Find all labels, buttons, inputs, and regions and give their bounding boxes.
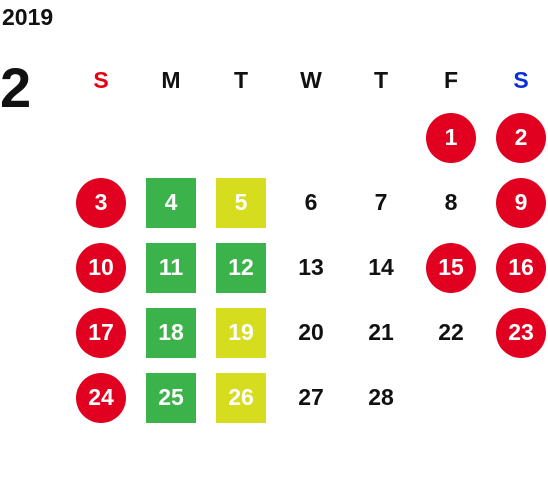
day-number: 27 [298, 384, 324, 410]
day-cell[interactable]: 10 [66, 235, 136, 300]
weekday-tuesday: T [233, 66, 249, 93]
day-number: 3 [76, 177, 126, 228]
day-cell[interactable]: 1 [416, 105, 486, 170]
day-cell[interactable]: 17 [66, 300, 136, 365]
day-cell[interactable]: 14 [346, 235, 416, 300]
day-cell[interactable]: 24 [66, 365, 136, 430]
day-number: 16 [496, 242, 546, 293]
day-number: 19 [216, 307, 266, 358]
day-number: 12 [216, 242, 266, 293]
day-number: 21 [368, 319, 394, 345]
day-number: 20 [298, 319, 324, 345]
weekday-wednesday: W [300, 66, 322, 93]
day-cell[interactable]: 15 [416, 235, 486, 300]
weekday-thursday: T [373, 66, 389, 93]
day-cell[interactable]: 22 [416, 300, 486, 365]
day-cell[interactable]: 9 [486, 170, 548, 235]
day-cell[interactable]: 23 [486, 300, 548, 365]
day-cell[interactable]: 4 [136, 170, 206, 235]
day-cell[interactable]: 3 [66, 170, 136, 235]
day-cell[interactable]: 28 [346, 365, 416, 430]
day-cell[interactable]: 7 [346, 170, 416, 235]
day-number: 17 [76, 307, 126, 358]
week-row: 17 18 19 20 21 22 23 [66, 300, 548, 365]
day-number: 28 [368, 384, 394, 410]
day-number: 7 [374, 189, 388, 215]
week-row: 10 11 12 13 14 15 16 [66, 235, 548, 300]
day-number: 11 [146, 242, 196, 293]
day-number: 2 [496, 112, 546, 163]
day-cell[interactable]: 21 [346, 300, 416, 365]
day-number: 8 [444, 189, 458, 215]
day-number: 9 [496, 177, 546, 228]
day-cell[interactable]: 16 [486, 235, 548, 300]
day-cell[interactable]: 8 [416, 170, 486, 235]
day-number: 15 [426, 242, 476, 293]
day-cell[interactable]: 20 [276, 300, 346, 365]
weekday-friday: F [443, 66, 459, 93]
weekday-saturday: S [513, 66, 529, 93]
day-number: 10 [76, 242, 126, 293]
day-number: 22 [438, 319, 464, 345]
day-cell[interactable]: 13 [276, 235, 346, 300]
weekday-sunday: S [93, 66, 109, 93]
day-cell[interactable]: 5 [206, 170, 276, 235]
day-cell[interactable]: 12 [206, 235, 276, 300]
day-number: 26 [216, 372, 266, 423]
day-cell[interactable]: 11 [136, 235, 206, 300]
day-number: 25 [146, 372, 196, 423]
day-cell[interactable]: 2 [486, 105, 548, 170]
calendar-year: 2019 [2, 4, 54, 30]
day-cell[interactable]: 6 [276, 170, 346, 235]
day-number: 5 [216, 177, 266, 228]
day-cell[interactable]: 27 [276, 365, 346, 430]
day-number: 23 [496, 307, 546, 358]
calendar-month: 2 [0, 56, 32, 119]
day-number: 24 [76, 372, 126, 423]
day-number: 14 [368, 254, 394, 280]
day-number: 18 [146, 307, 196, 358]
day-cell[interactable]: 18 [136, 300, 206, 365]
day-number: 6 [304, 189, 318, 215]
day-number: 1 [426, 112, 476, 163]
day-number: 13 [298, 254, 324, 280]
week-row: 24 25 26 27 28 [66, 365, 548, 430]
day-number: 4 [146, 177, 196, 228]
day-cell[interactable]: 26 [206, 365, 276, 430]
day-cell[interactable]: 25 [136, 365, 206, 430]
weekday-monday: M [161, 66, 181, 93]
day-cell[interactable]: 19 [206, 300, 276, 365]
